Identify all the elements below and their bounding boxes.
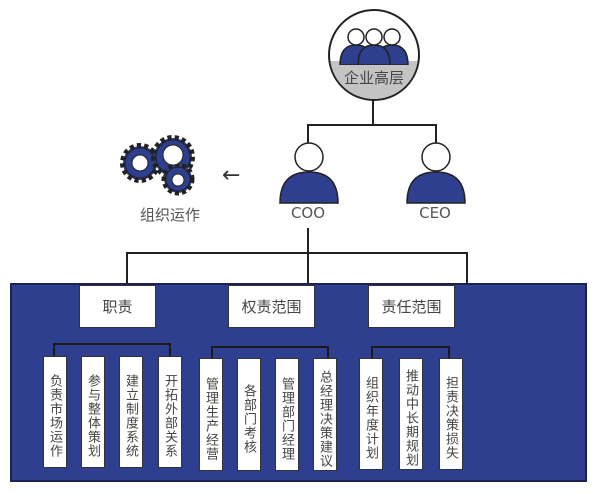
duty-item: 参与整体策划 [81, 356, 105, 468]
duty-item: 建立制度系统 [119, 356, 143, 468]
top-management-node: 企业高层 [328, 9, 420, 101]
responsibility-item: 组织年度计划 [359, 358, 383, 470]
authority-item: 管理生产经营 [199, 358, 223, 471]
duty-item: 开拓外部关系 [158, 356, 182, 468]
operation-label: 组织运作 [139, 206, 200, 224]
responsibility-item: 担责决策损失 [439, 358, 463, 470]
category-responsibility-scope: 责任范围 [368, 285, 455, 328]
coo-label: COO [290, 204, 326, 222]
authority-item: 管理部门经理 [275, 358, 299, 471]
authority-item: 各部门考核 [237, 358, 261, 471]
category-duties: 职责 [79, 285, 156, 328]
duty-item: 负责市场运作 [43, 356, 67, 468]
ceo-label: CEO [419, 204, 451, 222]
arrow-left-icon: ← [222, 163, 241, 188]
top-management-label: 企业高层 [343, 69, 404, 87]
group-people-icon [339, 28, 409, 65]
responsibility-item: 推动中长期规划 [399, 358, 423, 470]
gears-icon [120, 135, 195, 196]
ceo-person-icon [406, 142, 466, 204]
category-authority-scope: 权责范围 [228, 285, 315, 328]
authority-item: 总经理决策建议 [313, 358, 337, 471]
coo-person-icon [279, 142, 339, 204]
